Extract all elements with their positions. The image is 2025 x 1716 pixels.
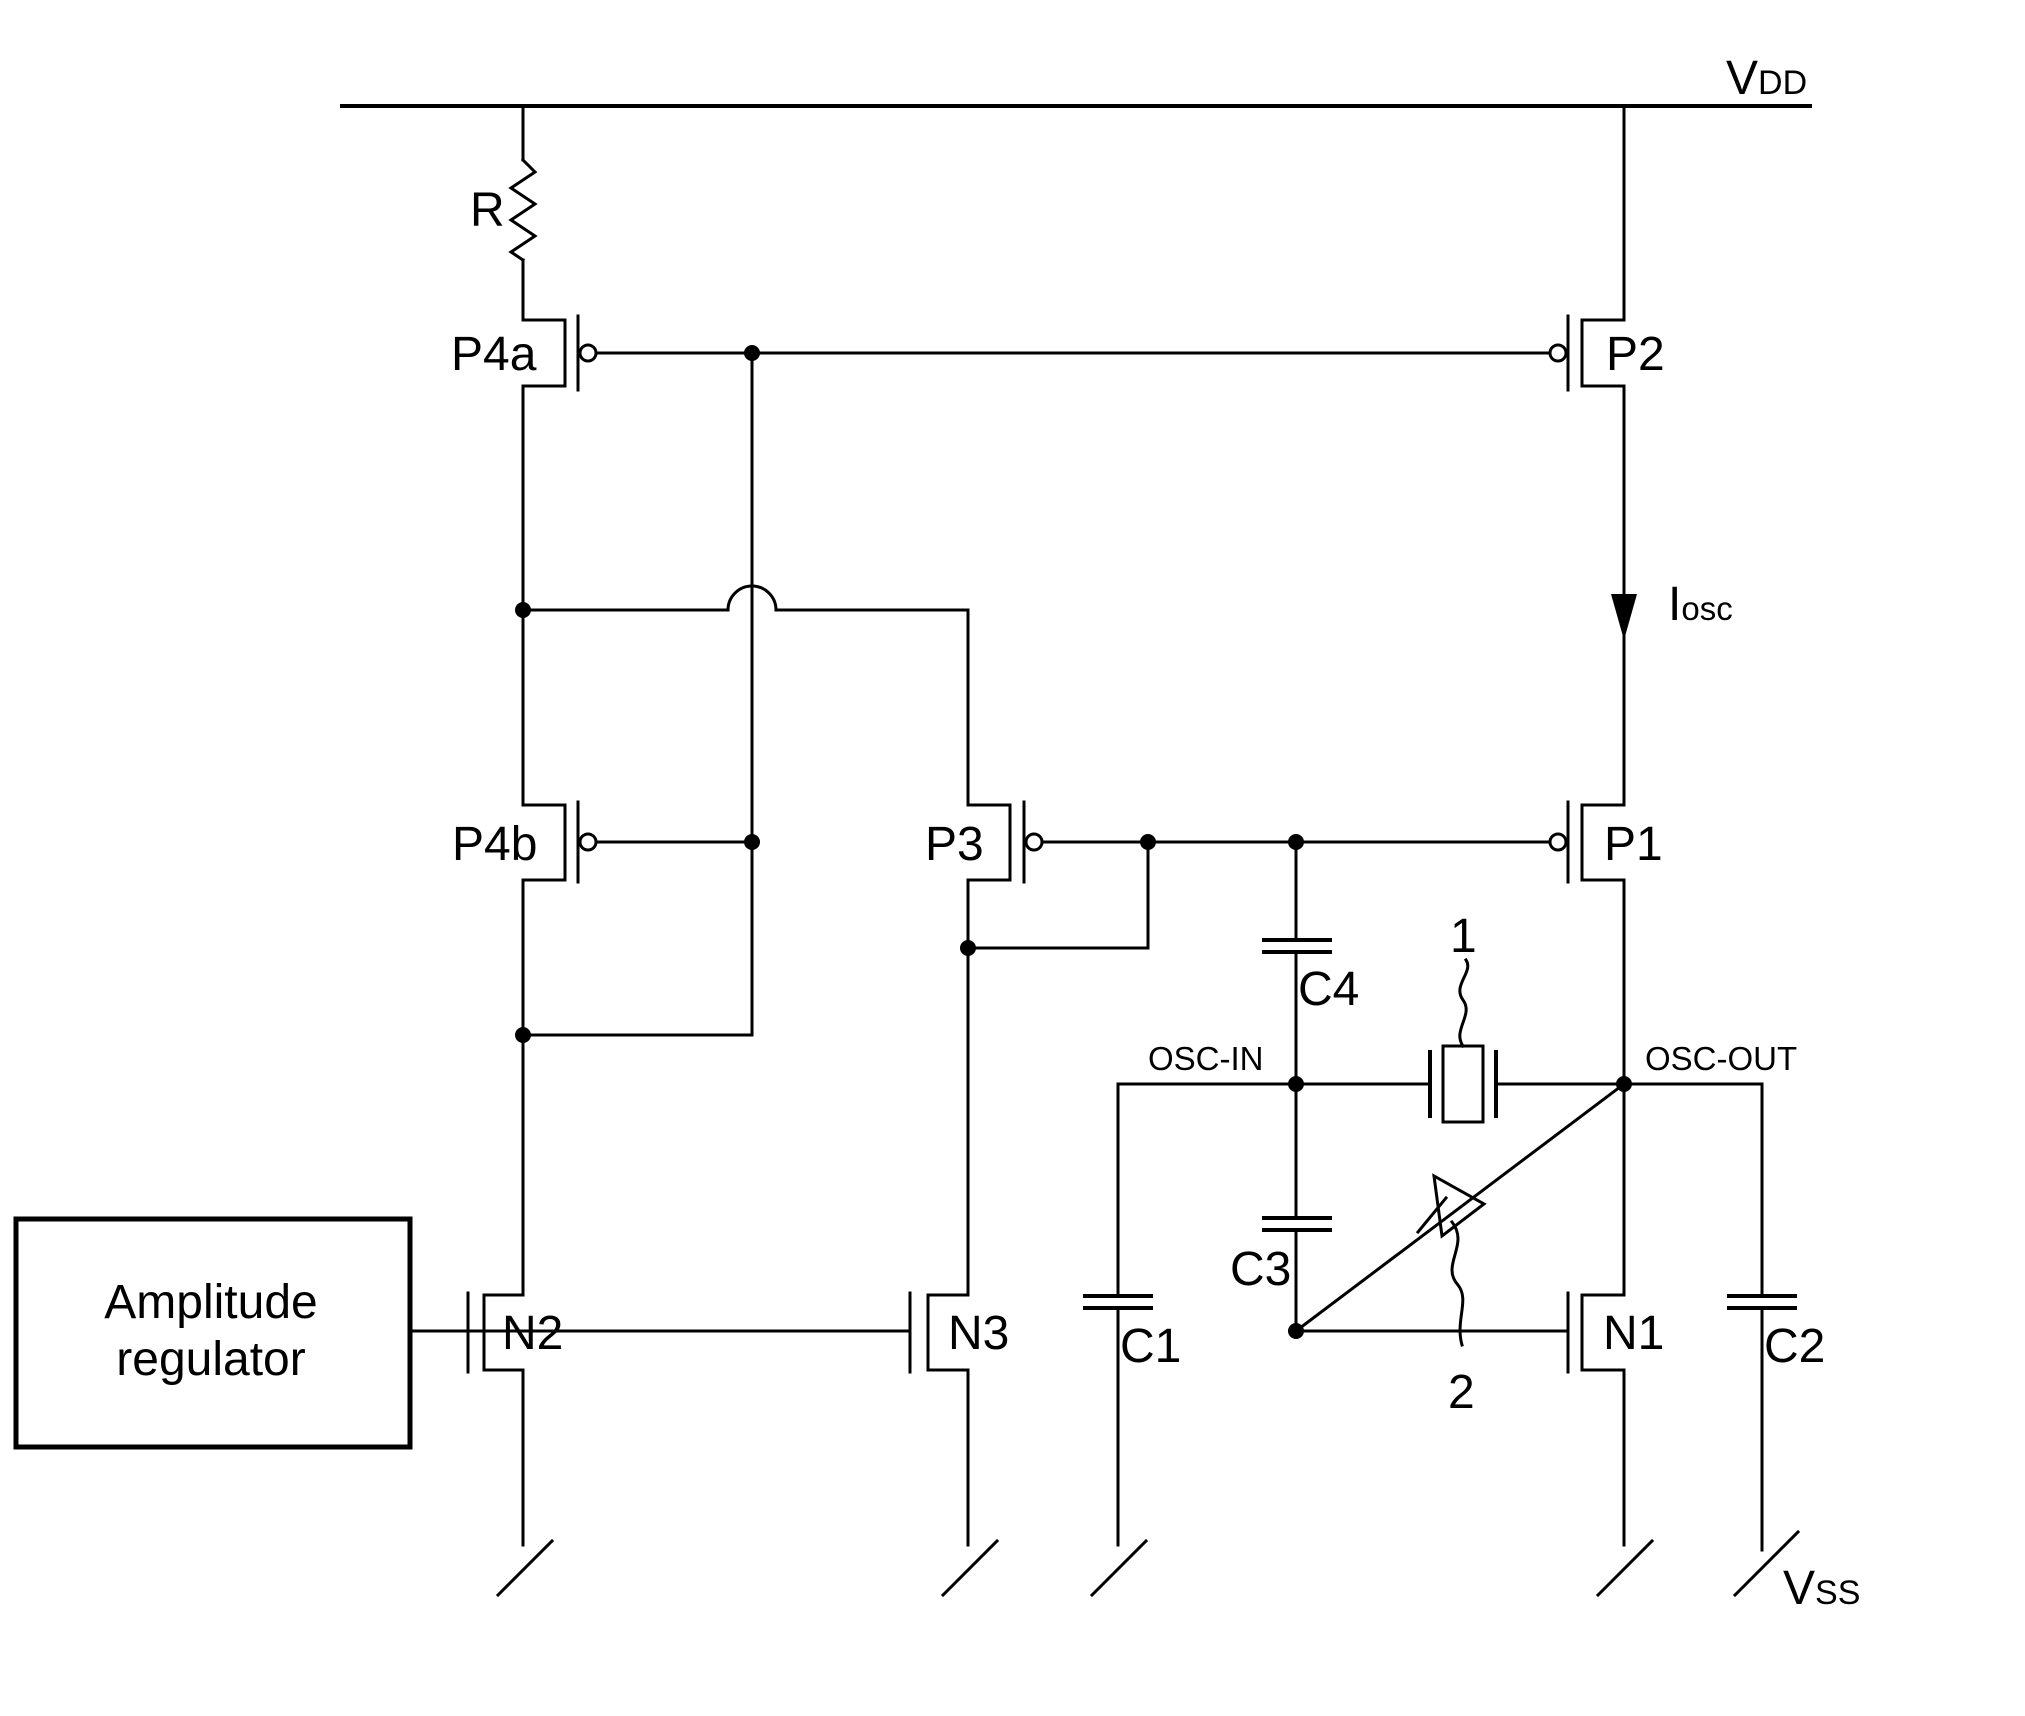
crystal-resonator [1430, 960, 1496, 1122]
p4b-label: P4b [452, 818, 537, 871]
current-arrow [1611, 594, 1637, 640]
capacitor-c2 [1727, 1296, 1797, 1308]
n2-label: N2 [502, 1307, 563, 1360]
p3-n3-branch [928, 805, 1148, 1595]
capacitor-c4 [1262, 940, 1332, 952]
regulator-line1: Amplitude [104, 1276, 317, 1329]
crossover-wire [523, 586, 968, 805]
p2-transistor [1550, 316, 1568, 390]
c3-label: C3 [1230, 1243, 1291, 1296]
p1-transistor [1550, 802, 1568, 882]
varactor-diode [1418, 1176, 1484, 1345]
p3-transistor [1024, 802, 1548, 882]
oscillator-core-wires [1092, 842, 1798, 1595]
gate-bias-bus [523, 353, 752, 1035]
resistor-r [511, 160, 535, 260]
regulator-line2: regulator [116, 1333, 305, 1386]
c4-label: C4 [1298, 963, 1359, 1016]
vss-label: VSS [1783, 1562, 1860, 1615]
resistor-label: R [470, 184, 505, 237]
n1-label: N1 [1603, 1307, 1664, 1360]
p3-label: P3 [925, 818, 984, 871]
capacitor-c3 [1262, 1218, 1332, 1230]
p4b-transistor [578, 802, 752, 882]
osc-in-label: OSC-IN [1148, 1040, 1264, 1077]
p1-label: P1 [1604, 818, 1663, 871]
n1-transistor [1296, 1293, 1568, 1372]
n2-transistor [410, 1293, 468, 1372]
n3-label: N3 [948, 1307, 1009, 1360]
p4a-transistor [578, 316, 1548, 390]
p2-label: P2 [1606, 328, 1665, 381]
vdd-label: VDD [1726, 52, 1807, 105]
p4a-label: P4a [451, 328, 537, 381]
c1-label: C1 [1120, 1320, 1181, 1373]
capacitor-c1 [1083, 1296, 1153, 1308]
crystal-ref-label: 1 [1450, 910, 1477, 963]
osc-out-label: OSC-OUT [1645, 1040, 1797, 1077]
varactor-ref-label: 2 [1448, 1366, 1475, 1419]
c2-label: C2 [1764, 1320, 1825, 1373]
current-label: Iosc [1668, 578, 1733, 631]
